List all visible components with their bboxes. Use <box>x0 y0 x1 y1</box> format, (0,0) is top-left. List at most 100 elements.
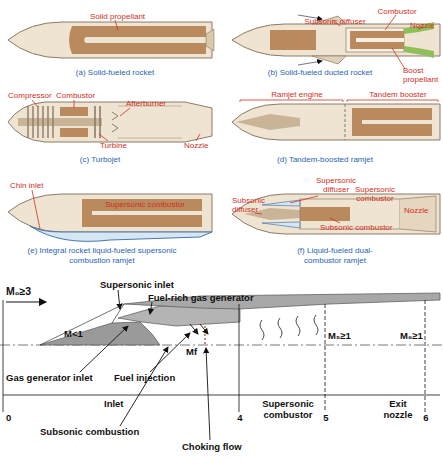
leader-line <box>290 196 318 203</box>
ducted-rocket <box>232 15 440 69</box>
part-label: Boost propellant <box>403 66 443 84</box>
part-label: Subsonic diffuser <box>232 196 262 214</box>
engine-casing <box>8 102 212 142</box>
integral-booster <box>82 199 202 227</box>
blade <box>47 106 48 138</box>
ramjet-body <box>232 104 440 140</box>
span-bracket <box>347 100 438 102</box>
missile-body <box>8 194 212 232</box>
propellant-grain <box>69 26 206 54</box>
fuel-jet <box>190 324 198 334</box>
blade <box>32 106 33 138</box>
rocket-nozzle <box>206 29 214 51</box>
station-lines <box>3 300 440 412</box>
section-label: Supersonic combustor <box>254 398 322 420</box>
afterburner-liner <box>118 138 182 139</box>
leader-line <box>385 15 396 30</box>
part-label: Nozzle <box>404 206 436 215</box>
part-label: Combustor <box>372 7 422 16</box>
blade <box>42 106 43 138</box>
turbojet <box>8 100 212 142</box>
leader-line <box>120 108 130 116</box>
blade <box>27 106 28 138</box>
station-line <box>325 304 326 412</box>
part-label: Tandem booster <box>360 90 436 99</box>
leader-line <box>330 218 340 223</box>
mach-number: M₀≥3 <box>6 285 56 297</box>
flame-holder <box>112 112 118 132</box>
ramjet-nozzle <box>400 196 436 232</box>
section-label: Exit nozzle <box>378 398 418 420</box>
part-label: Supersonic diffuser <box>312 176 360 194</box>
solid-rocket <box>8 20 214 58</box>
part-label: Combustor <box>56 91 101 100</box>
flow-label: Gas generator inlet <box>6 372 116 383</box>
section-label: Inlet <box>104 398 144 409</box>
wave <box>296 316 300 336</box>
part-label: Supersonic combustor <box>90 200 200 209</box>
inlet-scoop <box>312 56 346 64</box>
part-label: Supersonic combustor <box>350 185 400 203</box>
combustion-waves <box>260 315 318 340</box>
grain-channel <box>362 120 432 124</box>
integral-rocket-scramjet <box>8 190 212 241</box>
turbine-blade <box>94 106 96 138</box>
part-label: Turbine <box>100 141 140 150</box>
leader-line <box>32 190 40 229</box>
subsonic-combustor <box>300 207 350 221</box>
station-number: 5 <box>320 412 332 423</box>
oblique-shock <box>40 304 124 345</box>
part-label: Ramjet engine <box>262 90 332 99</box>
mach-number: Mf <box>186 346 206 357</box>
grain-channel <box>84 37 206 43</box>
wave <box>278 318 282 338</box>
freestream-arrow <box>6 301 46 302</box>
figure-caption: (e) Integral rocket liquid-fueled supers… <box>22 246 182 266</box>
station-number: 4 <box>234 412 246 423</box>
station-number: 6 <box>420 412 432 423</box>
flow-label: Fuel-rich gas generator <box>148 292 288 303</box>
part-label: Compressor <box>8 91 58 100</box>
part-label: Solid propellant <box>80 12 155 21</box>
cowl <box>124 293 440 309</box>
flow-label: Fuel injection <box>114 372 204 383</box>
turbine-blade <box>99 106 101 138</box>
oblique-shock <box>112 304 124 323</box>
station-number: 0 <box>6 412 18 423</box>
booster-propellant <box>352 108 432 136</box>
wave <box>314 315 318 335</box>
inlet-spike <box>236 114 300 130</box>
leader-line <box>392 48 405 69</box>
leader-line <box>74 100 75 108</box>
leader-line <box>115 20 118 30</box>
leader-arrow <box>118 290 120 309</box>
tandem-ramjet <box>232 100 440 140</box>
grain-channel <box>92 211 202 215</box>
part-label: Subsonic diffuser <box>300 17 370 26</box>
flowpath-schematic <box>0 290 443 440</box>
leader-arrow <box>120 347 168 426</box>
figure-caption: (f) Liquid-fueled dual-combustor ramjet <box>280 246 390 266</box>
leader-arrow <box>150 302 152 314</box>
figure-caption: (b) Solid-fueled ducted rocket <box>245 68 395 78</box>
figure-caption: (c) Turbojet <box>45 155 155 165</box>
engine-shaft <box>18 118 102 126</box>
dimension-line <box>3 395 440 396</box>
mach-number: M<1 <box>64 328 94 339</box>
supersonic-diffuser <box>262 222 300 228</box>
boost-propellant <box>350 31 404 49</box>
combustor-can <box>60 128 88 137</box>
mach-number: M₆≥1 <box>400 330 442 341</box>
stage-joint <box>345 104 346 140</box>
blade <box>52 106 53 138</box>
leader-line <box>196 134 200 141</box>
leader-line <box>99 134 108 141</box>
inlet-centerbody <box>40 322 160 345</box>
span-bracket <box>240 100 343 102</box>
gas-generator-grain <box>270 30 316 50</box>
part-label: Subsonic combustor <box>320 223 400 232</box>
supersonic-diffuser <box>262 200 300 206</box>
missile-body <box>232 194 440 234</box>
leader-line <box>32 100 38 107</box>
